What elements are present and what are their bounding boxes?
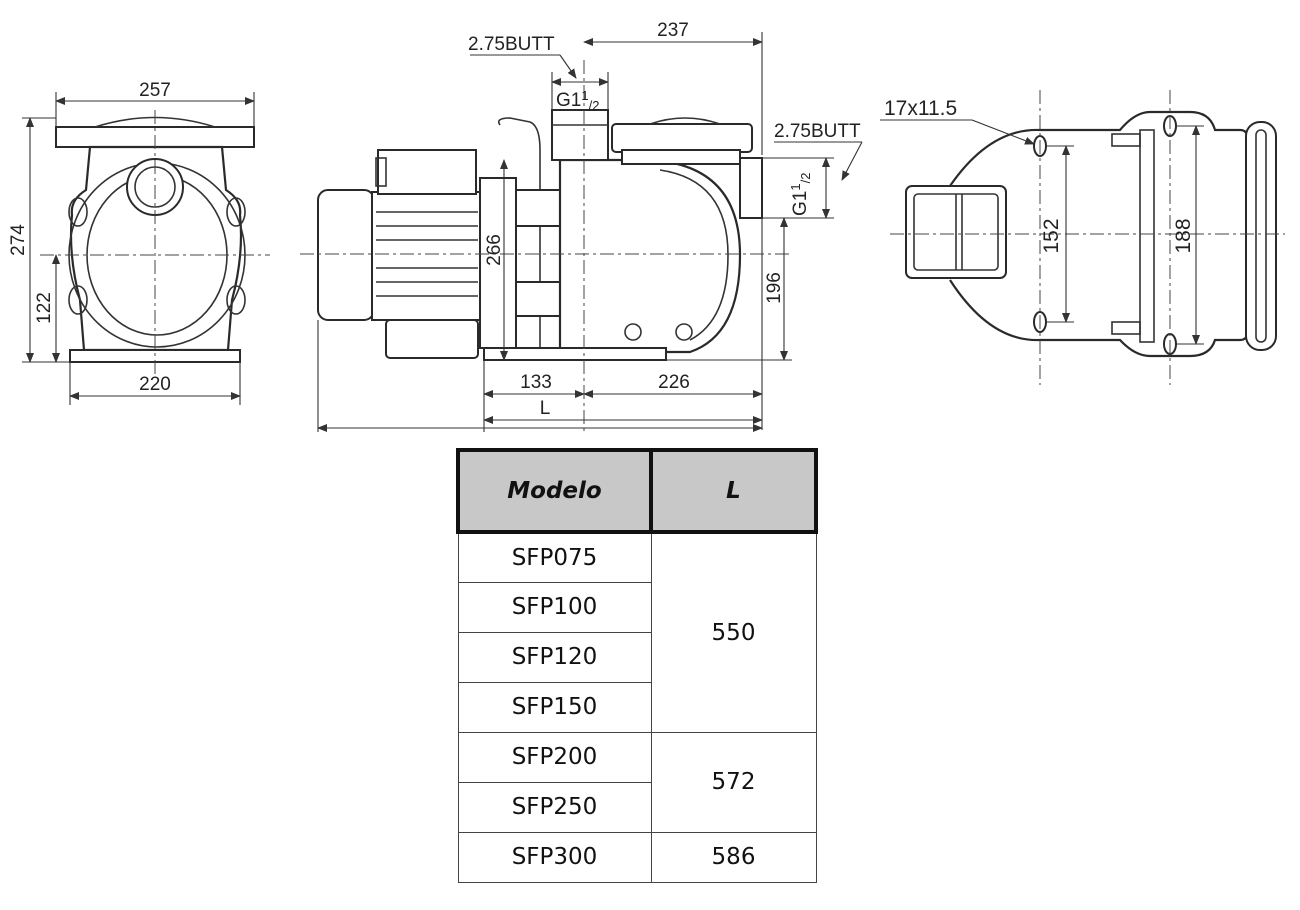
header-l: L bbox=[649, 448, 818, 534]
side-right-thread-label: G11/2 bbox=[788, 173, 813, 216]
header-modelo: Modelo bbox=[456, 448, 653, 534]
model-cell: SFP075 bbox=[457, 531, 652, 583]
adapter-bracket bbox=[479, 177, 517, 349]
front-dim-top-width: 257 bbox=[139, 80, 171, 101]
table-row: SFP120 bbox=[457, 631, 816, 683]
top-view: 17x11.5 152 188 bbox=[880, 90, 1285, 385]
side-right-butt-label: 2.75BUTT bbox=[774, 121, 861, 142]
model-cell: SFP150 bbox=[457, 681, 652, 733]
model-length-table: Modelo L SFP075 550 SFP100 SFP120 SFP150… bbox=[456, 448, 818, 883]
model-cell: SFP120 bbox=[457, 631, 652, 683]
front-dim-base-width: 220 bbox=[139, 374, 171, 395]
length-cell: 550 bbox=[650, 531, 817, 733]
terminal-box bbox=[377, 149, 477, 195]
side-dim-motor-height: 266 bbox=[484, 234, 505, 266]
pump-housing bbox=[558, 158, 742, 354]
motor-end-cap bbox=[317, 189, 375, 321]
strainer-lid bbox=[611, 123, 753, 153]
top-dim-inner-spacing: 152 bbox=[1040, 218, 1063, 253]
side-dim-length-label: L bbox=[540, 398, 551, 419]
front-dim-lower-height: 122 bbox=[34, 292, 55, 324]
model-cell: SFP200 bbox=[457, 731, 652, 783]
motor-foot bbox=[385, 319, 479, 359]
model-cell: SFP300 bbox=[457, 831, 652, 883]
side-inlet bbox=[739, 157, 763, 219]
top-dim-outer-spacing: 188 bbox=[1172, 218, 1195, 253]
table-row: SFP200 572 bbox=[457, 731, 817, 833]
side-dim-base-left: 133 bbox=[520, 372, 552, 393]
table-header-row: Modelo L bbox=[456, 448, 818, 534]
side-dim-base-right: 226 bbox=[658, 372, 690, 393]
side-dim-outlet-offset: 237 bbox=[657, 20, 689, 41]
side-top-butt-label: 2.75BUTT bbox=[468, 34, 555, 55]
model-cell: SFP100 bbox=[457, 581, 652, 633]
side-dim-inlet-height: 196 bbox=[764, 272, 785, 304]
length-cell: 572 bbox=[650, 731, 817, 833]
technical-drawing: 257 274 122 220 bbox=[8, 20, 1285, 435]
top-outlet bbox=[551, 109, 609, 161]
pump-base bbox=[483, 347, 667, 361]
table-row: SFP100 bbox=[457, 581, 816, 633]
front-dim-height: 274 bbox=[8, 224, 29, 256]
model-cell: SFP250 bbox=[457, 781, 652, 833]
motor-body bbox=[371, 191, 483, 321]
side-view: 237 2.75BUTT G11/2 2.75BUTT G11/2 266 19… bbox=[300, 20, 863, 435]
table-row: SFP300 586 bbox=[457, 831, 817, 883]
top-inlet-flange bbox=[1245, 121, 1277, 351]
table-row: SFP075 550 bbox=[457, 531, 817, 733]
table-row: SFP150 bbox=[457, 681, 816, 733]
length-cell: 586 bbox=[650, 831, 817, 883]
front-view: 257 274 122 220 bbox=[8, 80, 270, 405]
top-hole-size-label: 17x11.5 bbox=[884, 97, 957, 120]
side-top-thread-label: G11/2 bbox=[556, 88, 599, 113]
